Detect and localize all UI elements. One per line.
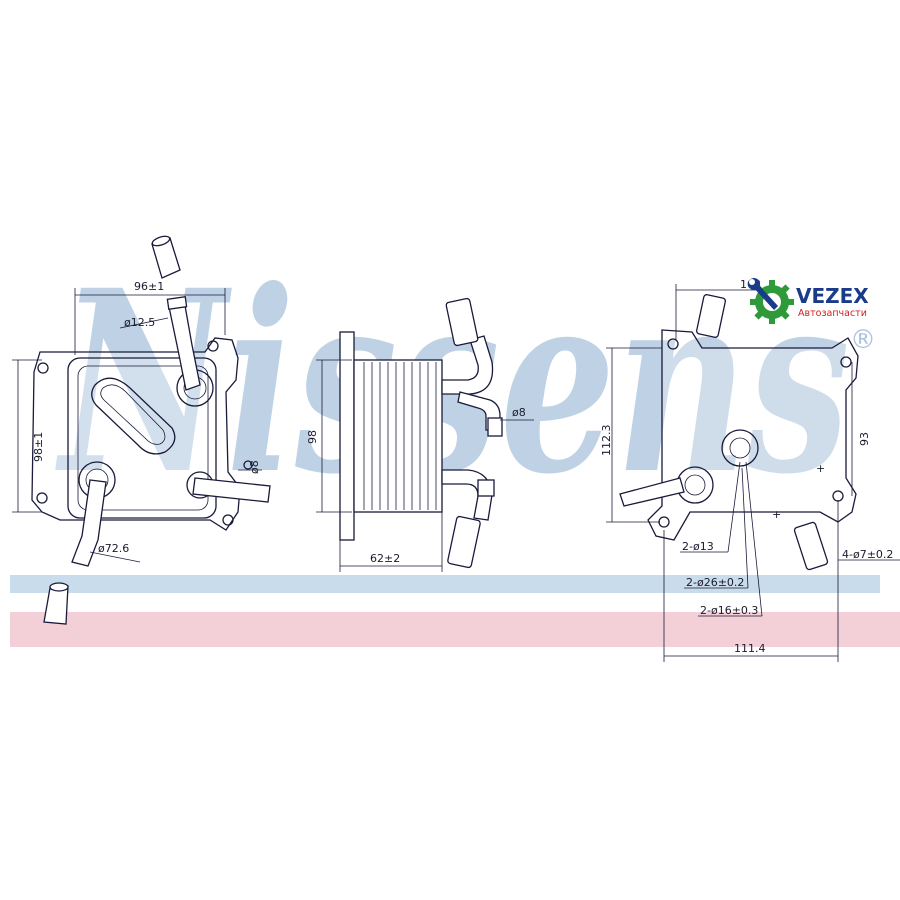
front-flange [31, 337, 241, 531]
front-core [67, 357, 217, 519]
side-dim-height: 98 [306, 430, 319, 444]
front-slot-inner [100, 384, 166, 445]
front-dim-bottom-pipe: ø72.6 [98, 542, 129, 555]
front-hole-tl [37, 362, 49, 374]
back-dim-right-height: 93 [858, 432, 871, 446]
vezex-logo-name: VEZEX [796, 284, 869, 308]
front-leader-bottom-pipe [89, 551, 141, 563]
front-cap-top-end [151, 235, 171, 247]
back-hose-bottom [793, 521, 829, 571]
side-stub-right [477, 479, 495, 497]
front-stud-right [243, 460, 253, 470]
side-hose-bottom [447, 515, 481, 569]
back-pipe-left [619, 477, 685, 507]
side-core [353, 359, 443, 513]
back-leader-hole-c-2 [745, 461, 763, 617]
back-dim-height: 112.3 [600, 425, 613, 457]
front-core-inner [77, 365, 209, 511]
side-dim-pipe: ø8 [512, 406, 526, 419]
back-dim-hole-c: 2-ø16±0.3 [700, 604, 758, 617]
back-dim-width: 111.4 [734, 642, 766, 655]
front-dim-right-pipe: ø8 [248, 460, 261, 474]
front-hole-br [222, 514, 234, 526]
side-fins [363, 362, 437, 510]
side-pipe-right-tip [487, 417, 503, 437]
front-dim-left-height: 98±1 [32, 432, 45, 462]
front-leader-top-pipe [119, 317, 169, 329]
back-view: + + 103 112.3 93 111.4 2-ø13 2-ø26±0.2 2… [600, 278, 900, 662]
front-cap-bottom-end [49, 582, 69, 592]
front-pipe-bottom [71, 479, 107, 567]
side-pipe-top [441, 335, 494, 395]
front-pipe-right [192, 477, 271, 503]
front-pipe-top-tip [166, 296, 188, 310]
front-slot [91, 377, 176, 455]
wrench-gear-icon [748, 278, 794, 324]
front-dim-top-pipe: ø12.5 [124, 316, 155, 329]
side-dim-depth: 62±2 [370, 552, 400, 565]
vezex-logo-subtitle: Автозапчасти [798, 308, 867, 319]
watermark-band-pink [10, 612, 900, 647]
back-dim-mount-holes: 4-ø7±0.2 [842, 548, 893, 561]
back-dim-hole-b: 2-ø26±0.2 [686, 576, 744, 589]
back-hose-top [695, 294, 727, 338]
back-leader-hole-a-2 [727, 461, 741, 553]
back-port-a [721, 429, 759, 467]
back-pin-1: + [816, 462, 825, 475]
back-pin-2: + [772, 508, 781, 521]
vezex-logo: VEZEX Автозапчасти [748, 278, 869, 324]
watermark-band-blue [10, 575, 880, 593]
side-view: 98 62±2 ø8 [306, 297, 534, 572]
front-hole-bl [36, 492, 48, 504]
back-hole-tl [667, 338, 679, 350]
side-flange [339, 331, 355, 541]
front-view: 96±1 98±1 ø12.5 ø8 ø72.6 [12, 235, 271, 625]
back-leader-hole-b-2 [741, 467, 749, 589]
back-dim-hole-a: 2-ø13 [682, 540, 714, 553]
front-hole-tr [207, 340, 219, 352]
back-port-a-inner [729, 437, 751, 459]
back-port-b-inner [684, 474, 706, 496]
front-dim-top-width: 96±1 [134, 280, 164, 293]
side-hose-top [445, 297, 479, 347]
back-hole-tr [840, 356, 852, 368]
